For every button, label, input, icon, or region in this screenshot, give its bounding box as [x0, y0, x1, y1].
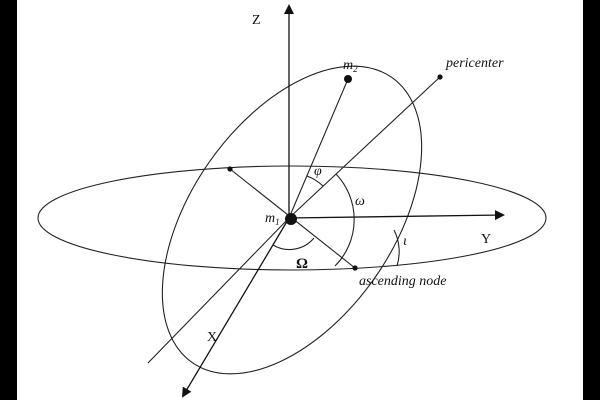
body-m1	[285, 213, 297, 225]
orbit-ellipse	[161, 65, 423, 375]
m1-subscript: 1	[275, 217, 280, 227]
y-axis	[288, 210, 505, 221]
diagram-canvas: Z Y X m2 m1 pericenter ascending node φ …	[17, 0, 583, 400]
x-axis	[181, 217, 290, 398]
pericenter-point	[437, 74, 443, 80]
m1-label: m1	[265, 211, 280, 227]
pericenter-label: pericenter	[445, 56, 504, 71]
omega-label: ω	[355, 194, 365, 209]
inclination-angle-arc	[393, 229, 400, 267]
orbital-elements-diagram: Z Y X m2 m1 pericenter ascending node φ …	[37, 4, 547, 398]
omega-angle-arc	[334, 173, 355, 267]
radius-to-m2	[288, 78, 349, 219]
m2-subscript: 2	[353, 64, 358, 74]
y-axis-label: Y	[481, 232, 491, 247]
descending-node-point	[227, 166, 233, 172]
reference-plane-ellipse	[37, 165, 547, 271]
apocenter-line	[147, 217, 290, 364]
m1-symbol: m	[265, 211, 275, 226]
inclination-label: ι	[403, 234, 407, 249]
apsidal-line	[288, 76, 441, 219]
big-omega-angle-arc	[272, 237, 315, 251]
body-m2	[344, 75, 352, 83]
phi-angle-arc	[306, 175, 324, 187]
x-axis-label: X	[207, 330, 217, 345]
ascending-node-label: ascending node	[359, 274, 446, 289]
ascending-node-point	[352, 265, 358, 271]
m2-symbol: m	[343, 58, 353, 73]
big-omega-label: Ω	[296, 256, 308, 272]
phi-label: φ	[314, 164, 322, 179]
m2-label: m2	[343, 58, 358, 74]
z-axis-label: Z	[252, 13, 261, 28]
